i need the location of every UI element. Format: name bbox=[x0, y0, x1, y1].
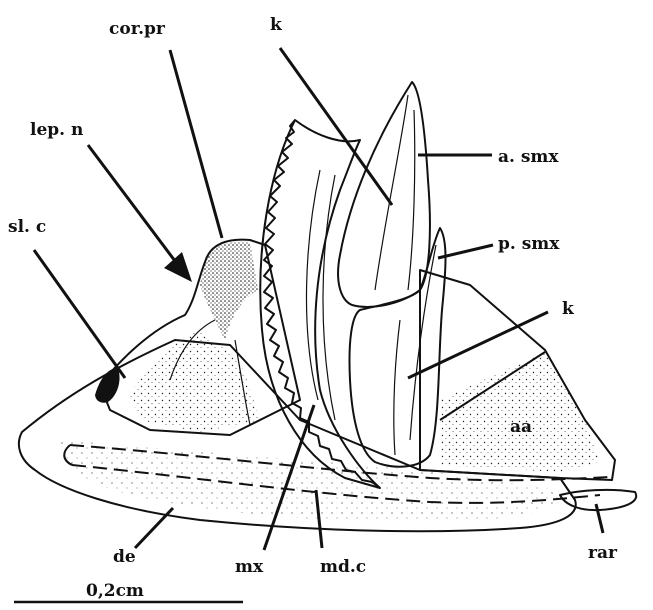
label-a-smx: a. smx bbox=[498, 147, 559, 167]
angulo-articular-stipple bbox=[440, 352, 600, 472]
label-mx: mx bbox=[235, 557, 264, 577]
a-smx-ridge bbox=[375, 95, 415, 290]
leader-rar bbox=[596, 504, 603, 533]
leader-de bbox=[135, 508, 173, 548]
p-smx-ridge bbox=[394, 245, 436, 455]
arrowhead-lep-n bbox=[164, 252, 192, 282]
label-lep-n: lep. n bbox=[30, 120, 83, 140]
coronoid-stipple bbox=[200, 242, 258, 340]
label-sl-c: sl. c bbox=[8, 217, 46, 237]
coronoid-stipple-lower bbox=[130, 330, 260, 432]
leader-cor-pr bbox=[170, 50, 222, 238]
label-k-top: k bbox=[270, 15, 283, 35]
label-k-right: k bbox=[562, 299, 575, 319]
label-aa: aa bbox=[510, 417, 532, 437]
label-rar: rar bbox=[588, 543, 618, 563]
slit-cavity bbox=[95, 368, 120, 403]
label-md-c: md.c bbox=[320, 557, 366, 577]
label-de: de bbox=[113, 547, 136, 567]
label-cor-pr: cor.pr bbox=[109, 19, 166, 39]
leader-k-top bbox=[280, 48, 392, 205]
label-p-smx: p. smx bbox=[498, 234, 560, 254]
leader-lep-n bbox=[88, 145, 178, 265]
maxilla-inner-line bbox=[306, 170, 335, 420]
leader-sl-c bbox=[34, 250, 125, 378]
scale-bar-label: 0,2cm bbox=[86, 581, 144, 601]
